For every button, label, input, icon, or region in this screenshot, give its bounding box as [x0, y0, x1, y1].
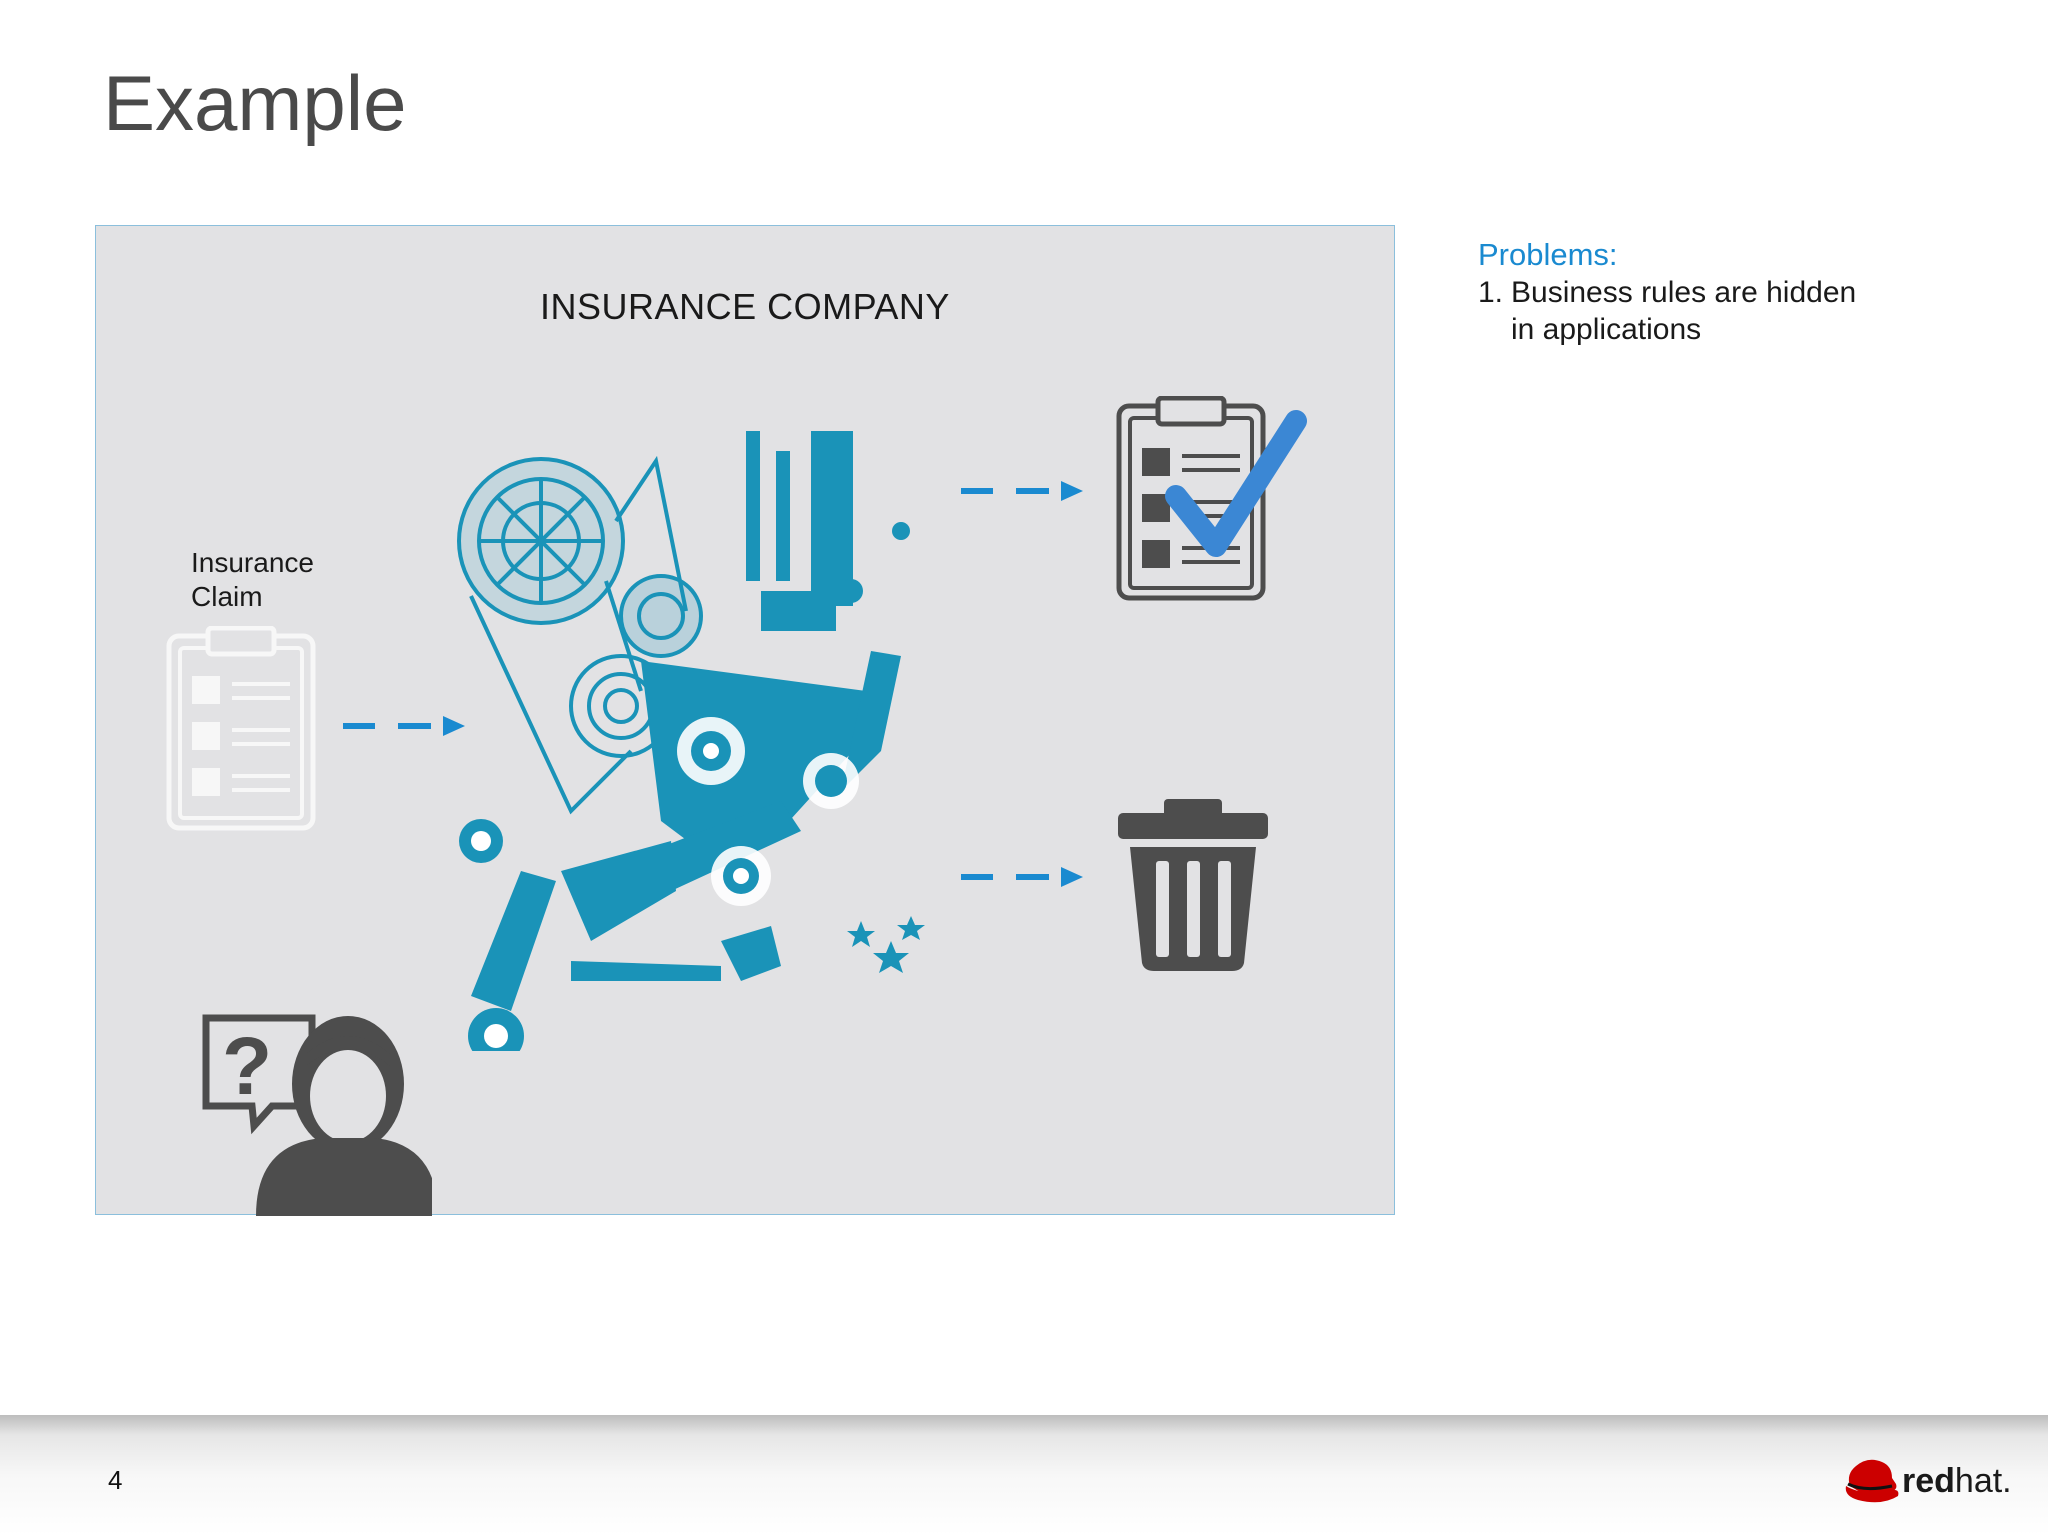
arrow-to-trash-icon — [961, 867, 1083, 887]
footer-band — [0, 1415, 2048, 1535]
arrow-to-machine-icon — [343, 716, 465, 736]
svg-text:?: ? — [222, 1021, 272, 1112]
redhat-wordmark-bold: red — [1902, 1462, 1955, 1500]
problem-text-line-1: Business rules are hidden — [1511, 276, 1857, 309]
problems-list: 1. Business rules are hidden in applicat… — [1478, 274, 1958, 348]
slide-title: Example — [103, 59, 407, 147]
redhat-logo: redhat. — [1842, 1456, 2012, 1506]
approved-clipboard-icon — [1116, 396, 1307, 601]
problem-number: 1. — [1478, 276, 1504, 309]
redhat-wordmark-light: hat. — [1954, 1462, 2012, 1500]
problems-panel: Problems: 1. Business rules are hidden i… — [1478, 236, 1958, 348]
page-number: 4 — [108, 1465, 123, 1495]
problem-item: 1. Business rules are hidden in applicat… — [1478, 274, 1958, 348]
arrow-to-approved-icon — [961, 481, 1083, 501]
claim-label-line-1: Insurance — [191, 547, 314, 578]
claim-label-line-2: Claim — [191, 581, 263, 612]
diagram-panel: INSURANCE COMPANY Insurance Claim — [95, 225, 1395, 1216]
problems-heading: Problems: — [1478, 237, 1618, 272]
confused-person-icon: ? — [202, 1014, 432, 1216]
company-label: INSURANCE COMPANY — [540, 286, 950, 327]
trash-icon — [1118, 799, 1268, 971]
machine-illustration — [457, 431, 925, 1051]
claim-label: Insurance Claim — [191, 546, 314, 614]
redhat-logo-icon — [1845, 1459, 1899, 1503]
problem-text-line-2: in applications — [1511, 313, 1702, 346]
clipboard-icon — [166, 626, 316, 831]
redhat-wordmark: redhat. — [1902, 1462, 2012, 1501]
